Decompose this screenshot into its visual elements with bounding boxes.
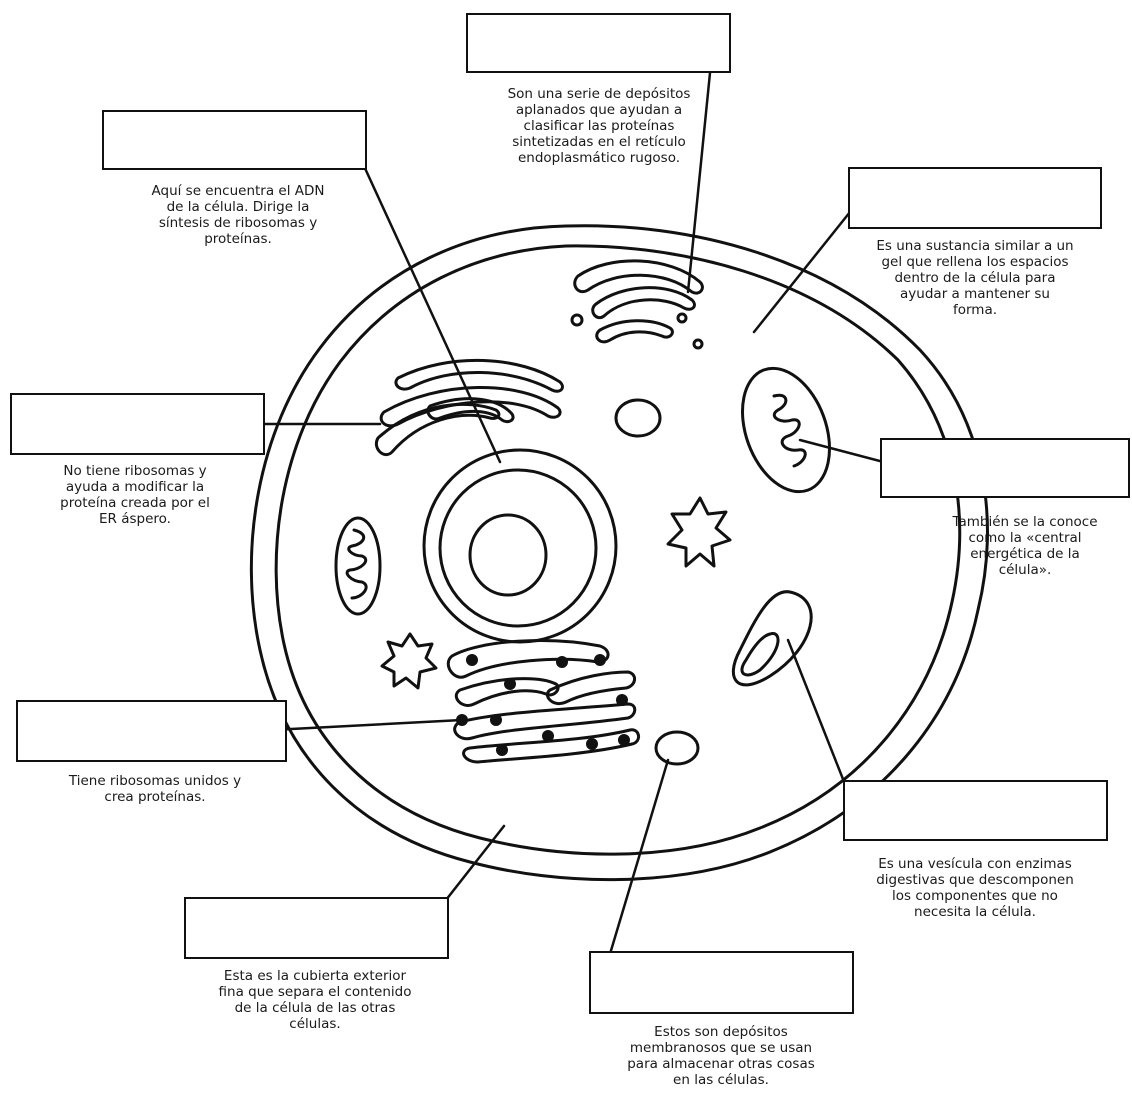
pointer-endpoints <box>244 37 920 980</box>
label-box-rough-er[interactable] <box>16 700 287 762</box>
label-box-smooth-er[interactable] <box>10 393 265 455</box>
ribosome-dots <box>456 654 630 756</box>
cell-membrane-outer <box>249 224 989 882</box>
label-box-mitochondria[interactable] <box>880 438 1130 498</box>
nucleolus <box>468 513 548 597</box>
label-box-golgi[interactable] <box>466 13 731 73</box>
mitochondria-right-shape <box>741 366 831 494</box>
lysosome-shape <box>731 590 813 687</box>
label-box-cell-membrane[interactable] <box>184 897 449 959</box>
vesicle <box>614 398 662 438</box>
label-box-nucleus[interactable] <box>102 110 367 170</box>
label-box-vacuole[interactable] <box>589 951 854 1014</box>
cell-membrane-inner <box>274 244 962 856</box>
label-box-cytoplasm[interactable] <box>848 167 1102 229</box>
centrosome-right <box>666 496 732 568</box>
label-box-lysosome[interactable] <box>843 780 1108 841</box>
vacuole-shape <box>654 730 700 766</box>
mitochondria-left-shape <box>334 516 382 616</box>
nucleus-inner <box>438 468 598 628</box>
centrosome-left <box>380 632 438 690</box>
nucleus-outer <box>422 448 618 644</box>
smooth-er-shape <box>375 358 564 457</box>
golgi-shape <box>570 259 704 350</box>
